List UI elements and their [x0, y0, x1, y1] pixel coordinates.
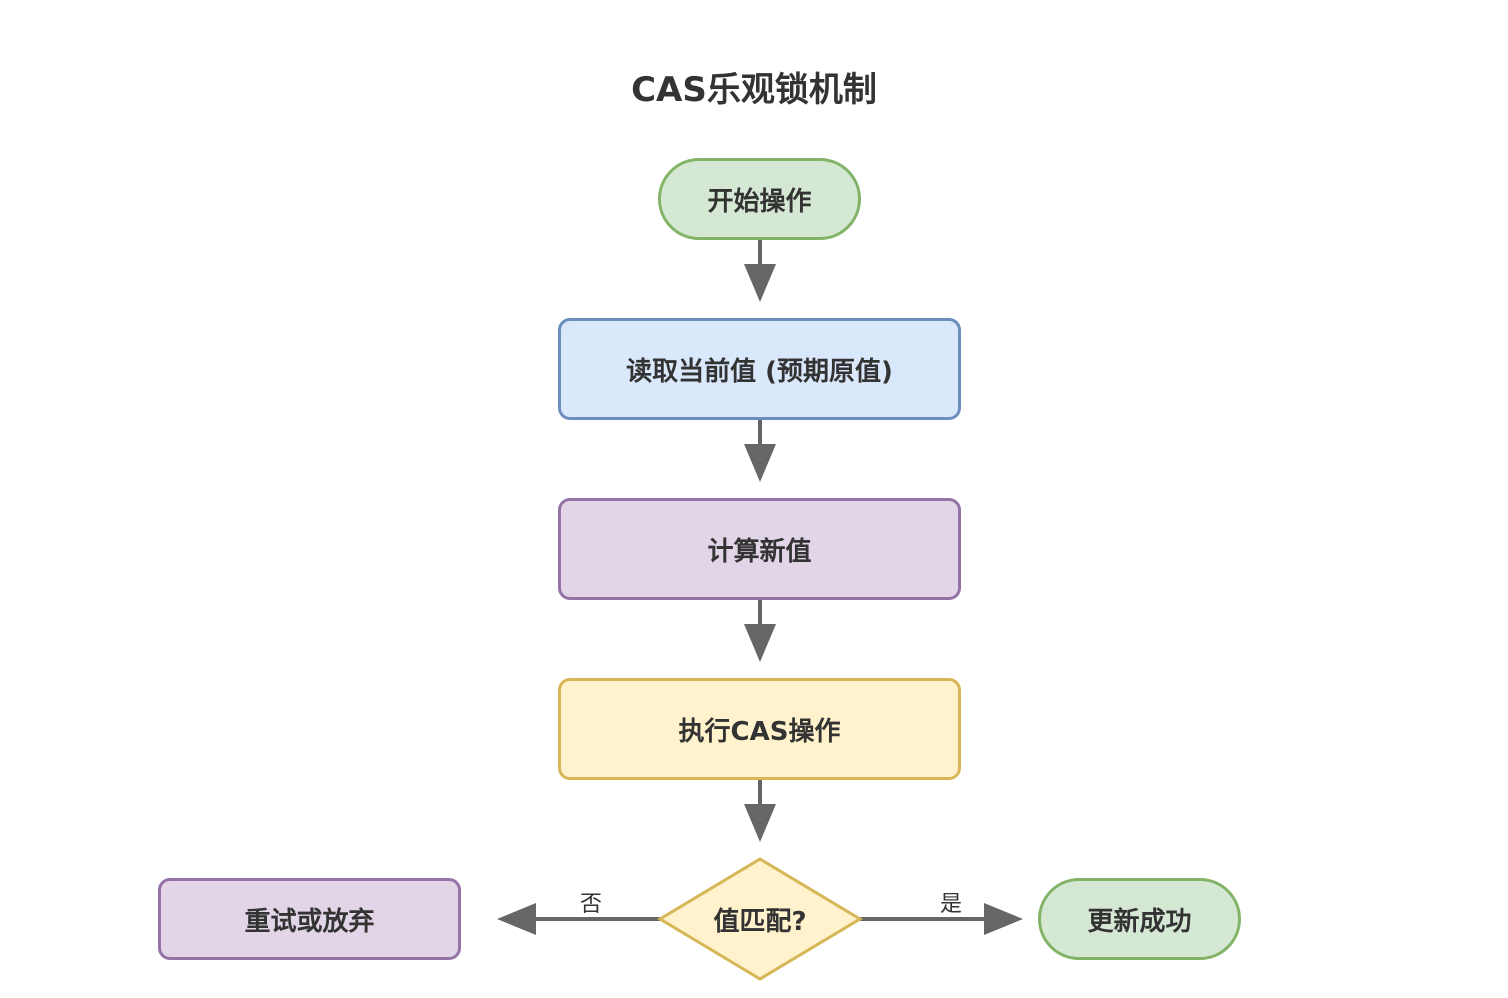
- node-retry-or-abort: 重试或放弃: [158, 878, 461, 960]
- node-read-label: 读取当前值 (预期原值): [626, 356, 893, 387]
- decision-diamond: [657, 857, 863, 981]
- edge-start-to-read: [744, 240, 776, 302]
- decision-label: 值匹配?: [713, 906, 807, 937]
- node-read-current-value: 读取当前值 (预期原值): [558, 318, 961, 420]
- arrowhead-icon: [744, 264, 776, 302]
- node-compute-label: 计算新值: [707, 536, 812, 567]
- edge-decision-to-retry: [497, 903, 660, 935]
- edge-read-to-compute: [744, 420, 776, 482]
- edge-cas-to-decision: [744, 780, 776, 842]
- node-retry-label: 重试或放弃: [244, 906, 375, 937]
- diagram-title: CAS乐观锁机制: [631, 70, 877, 110]
- node-start: 开始操作: [658, 158, 861, 240]
- node-execute-cas: 执行CAS操作: [558, 678, 961, 780]
- edge-label-yes: 是: [940, 892, 963, 917]
- arrowhead-icon: [497, 903, 536, 935]
- node-cas-label: 执行CAS操作: [678, 716, 841, 747]
- edge-decision-to-success: [860, 903, 1023, 935]
- arrowhead-icon: [744, 444, 776, 482]
- edge-compute-to-cas: [744, 600, 776, 662]
- node-start-label: 开始操作: [707, 186, 812, 217]
- node-compute-new-value: 计算新值: [558, 498, 961, 600]
- node-update-success: 更新成功: [1038, 878, 1241, 960]
- node-success-label: 更新成功: [1087, 906, 1192, 937]
- arrowhead-icon: [744, 804, 776, 842]
- edge-label-no: 否: [580, 892, 603, 917]
- arrowhead-icon: [984, 903, 1023, 935]
- arrowhead-icon: [744, 624, 776, 662]
